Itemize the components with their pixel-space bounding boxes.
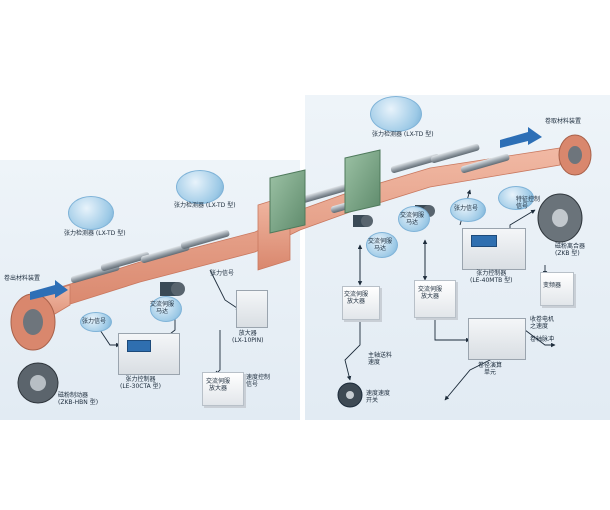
label-inverter: 变频器 [543,282,562,289]
rollers [70,143,510,284]
amplifier-icon [236,290,268,328]
tension-controller-left [118,333,180,375]
tension-signal-bubble [450,198,486,222]
background-right [305,95,610,420]
label-rewind-device: 卷取材料装置 [545,118,582,125]
servo-amp-box-mid [342,286,380,320]
label-servo-amp-mid: 交流伺服 放大器 [344,291,369,305]
label-servo-motor-left: 交流伺服 马达 [150,301,175,315]
plc-icon [468,318,526,360]
label-sensor-mid: 张力检测器 (LX-TD 型) [174,202,236,209]
tension-controller-right [462,228,526,270]
tension-sensor-icon [68,196,114,230]
label-line-speed: 主轴送料 速度 [368,352,393,366]
tension-signal-bubble [80,312,112,332]
label-servo-motor-right: 交流伺服 马达 [400,212,425,226]
controller-screen [471,235,497,247]
label-sensor-left: 张力检测器 (LX-TD 型) [64,230,126,237]
machine-block-left [269,169,306,234]
brake-icon [17,362,59,404]
clutch-icon [537,193,583,243]
label-powder-brake: 磁粉制动器 (ZKB-HBN 型) [58,392,99,406]
machine-block-right [344,149,381,214]
label-sensor-right: 张力检测器 (LX-TD 型) [372,131,434,138]
label-plc-unit: 卷径演算 单元 [478,362,503,376]
label-controller-right: 张力控制器 (LE-40MTB 型) [470,270,513,284]
label-amplifier: 放大器 (LX-10PIN) [232,330,264,344]
label-feature-control-signal: 特征控制 信号 [516,196,541,210]
label-winding-pulse: 卷轴脉冲 [530,336,555,343]
servo-amp-box-right [414,280,456,318]
label-speed-control-signal: 速度控制 信号 [246,374,271,388]
flow-arrow-left [30,280,68,300]
label-line-speed-switch: 速度速度 开关 [366,390,391,404]
tension-sensor-icon [370,96,422,132]
label-servo-motor-mid: 交流伺服 马达 [368,238,393,252]
unwind-core [23,309,43,335]
label-powder-clutch: 磁粉离合器 (ZKB 型) [555,243,586,257]
label-controller-left: 张力控制器 (LE-30CTA 型) [120,376,162,390]
label-servo-amp-right: 交流伺服 放大器 [418,286,443,300]
servo-motor-bubble [150,296,182,322]
label-tension-signal-right: 张力信号 [454,205,479,212]
label-unwind-device: 卷出材料装置 [4,275,41,282]
servo-motor-bubble [398,206,430,232]
tension-sensor-icon [176,170,224,204]
flow-arrow-right [500,127,542,148]
label-rewind-motor: 收卷电机 之速度 [530,316,555,330]
servo-motor-bubble [366,232,398,258]
label-tension-signal-left: 张力信号 [82,318,107,325]
feature-signal-bubble [498,186,534,210]
servo-amp-box-left [202,372,244,406]
label-servo-amp-left: 交流伺服 放大器 [206,378,231,392]
servo-motor-icon [160,205,435,296]
label-tension-signal-mid: 张力信号 [210,270,235,277]
inverter-box [540,272,574,306]
encoder-icon [337,382,363,408]
controller-screen [127,340,151,352]
rewind-core [568,146,582,164]
